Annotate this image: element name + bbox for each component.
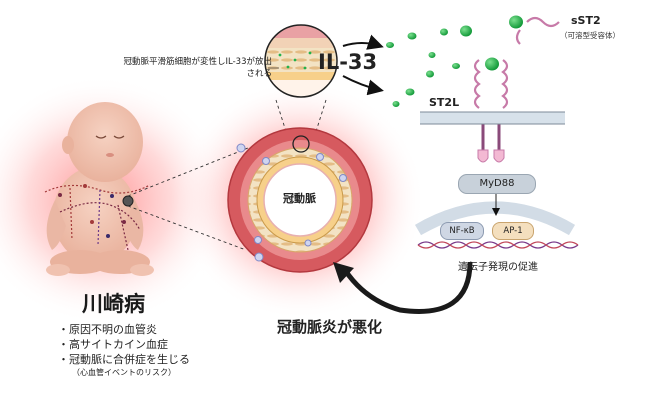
dna-strand — [417, 241, 579, 249]
st2l-receptor — [473, 59, 509, 150]
arrow-worsening — [342, 261, 473, 314]
tir-domains — [477, 149, 505, 163]
smooth-muscle-inset — [264, 24, 338, 98]
nuclear-envelope — [414, 201, 576, 236]
arrow-worsening-head — [333, 262, 354, 283]
disease-features: ・原因不明の血管炎 ・高サイトカイン血症 ・冠動脈に合併症を生じる （心血管イベ… — [58, 322, 190, 379]
baby-blood-vessels — [44, 184, 151, 251]
zoom-point — [122, 195, 134, 207]
magnified-spot — [292, 135, 310, 153]
feature-note: （心血管イベントのリスク） — [72, 368, 176, 377]
feature-item: ・高サイトカイン血症 — [58, 338, 168, 351]
myd88-node: MyD88 — [458, 174, 536, 194]
arrow-release-upper — [342, 34, 384, 50]
immune-cells — [236, 143, 347, 262]
arrow-release-lower — [342, 75, 384, 96]
sst2-sublabel: （可溶型受容体） — [560, 31, 620, 40]
baby-illustration — [46, 102, 154, 276]
cell-membrane — [420, 111, 565, 125]
smooth-muscle-caption: 冠動脈平滑筋細胞が変性しIL-33が放出される — [123, 57, 272, 79]
feature-item: ・冠動脈に合併症を生じる — [58, 353, 190, 366]
sst2-soluble-receptor — [515, 16, 560, 45]
ap1-node: AP-1 — [492, 222, 534, 240]
feature-item: ・原因不明の血管炎 — [58, 323, 157, 336]
sst2-label: sST2 — [571, 14, 601, 27]
il33-label: IL-33 — [318, 50, 378, 74]
gene-expression-label: 遺伝子発現の促進 — [458, 262, 538, 273]
outcome-label: 冠動脈炎が悪化 — [277, 318, 383, 336]
st2l-label: ST2L — [429, 96, 460, 109]
coronary-label: 冠動脈 — [283, 192, 316, 205]
il33-molecules — [386, 15, 523, 107]
disease-title: 川崎病 — [82, 292, 145, 316]
nfkb-node: NF-κB — [440, 222, 484, 240]
